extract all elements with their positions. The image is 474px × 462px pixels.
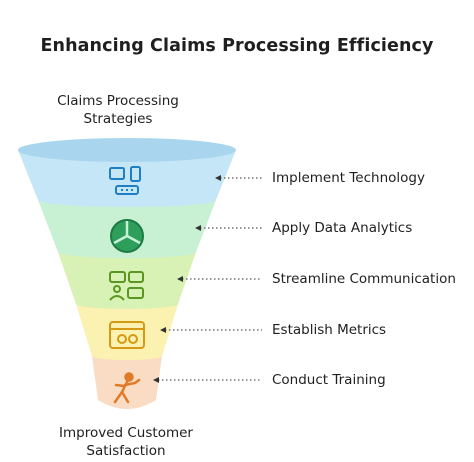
connector-arrow-4: [160, 327, 166, 333]
connector-arrow-3: [177, 276, 183, 282]
stage-label-establish-metrics: Establish Metrics: [272, 322, 387, 338]
funnel-bottom-label: Improved Customer Satisfaction: [59, 425, 193, 459]
stage-label-implement-technology: Implement Technology: [272, 170, 425, 186]
funnel-stage-5-top: [92, 352, 162, 360]
chat-people-icon: [109, 271, 144, 301]
funnel-stage-2-top: [38, 193, 216, 207]
diagram-title: Enhancing Claims Processing Efficiency: [40, 36, 434, 56]
trainer-icon: [113, 372, 141, 404]
connector-arrow-5: [153, 377, 159, 383]
pie-chart-icon: [110, 219, 144, 253]
funnel-rim: [18, 138, 236, 162]
funnel-top-label: Claims Processing Strategies: [57, 93, 179, 127]
stage-label-apply-data-analytics: Apply Data Analytics: [272, 220, 413, 236]
stage-label-conduct-training: Conduct Training: [272, 372, 386, 388]
funnel-stage-3: [58, 252, 196, 304]
stage-label-streamline-communication: Streamline Communication: [272, 271, 456, 287]
funnel-stage-1: [18, 150, 236, 200]
funnel-stage-4-top: [76, 299, 178, 309]
connector-arrow-2: [195, 225, 201, 231]
connector-arrow-1: [215, 175, 221, 181]
browser-metrics-icon: [109, 321, 145, 349]
network-devices-icon: [109, 166, 141, 195]
